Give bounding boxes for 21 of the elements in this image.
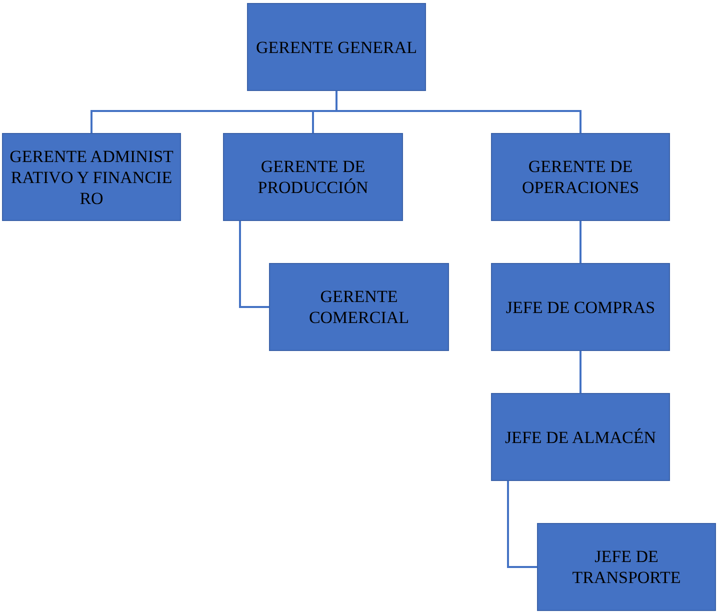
org-box	[2, 133, 181, 221]
connector-line	[580, 351, 582, 393]
org-box	[491, 393, 670, 481]
org-box	[537, 523, 716, 611]
role-title: GERENTE COMERCIAL	[308, 286, 410, 328]
org-box	[223, 133, 403, 221]
role-title: GERENTE GENERAL	[254, 36, 418, 58]
role-title: GERENTE DE PRODUCCIÓN	[256, 156, 370, 198]
connector-line	[507, 481, 537, 568]
connector-line	[580, 221, 582, 263]
role-title: JEFE DE TRANSPORTE	[571, 546, 682, 588]
role-title: JEFE DE COMPRAS	[504, 296, 656, 318]
org-box	[491, 263, 670, 351]
org-box	[491, 133, 670, 221]
role-title: JEFE DE ALMACÉN	[504, 426, 658, 448]
role-title: GERENTE ADMINISTRATIVO Y FINANCIERO	[8, 146, 174, 208]
role-title: GERENTE DE OPERACIONES	[520, 156, 640, 198]
connector-line	[336, 91, 582, 133]
org-box	[269, 263, 449, 351]
connector-line	[239, 221, 269, 308]
org-box	[247, 3, 426, 91]
